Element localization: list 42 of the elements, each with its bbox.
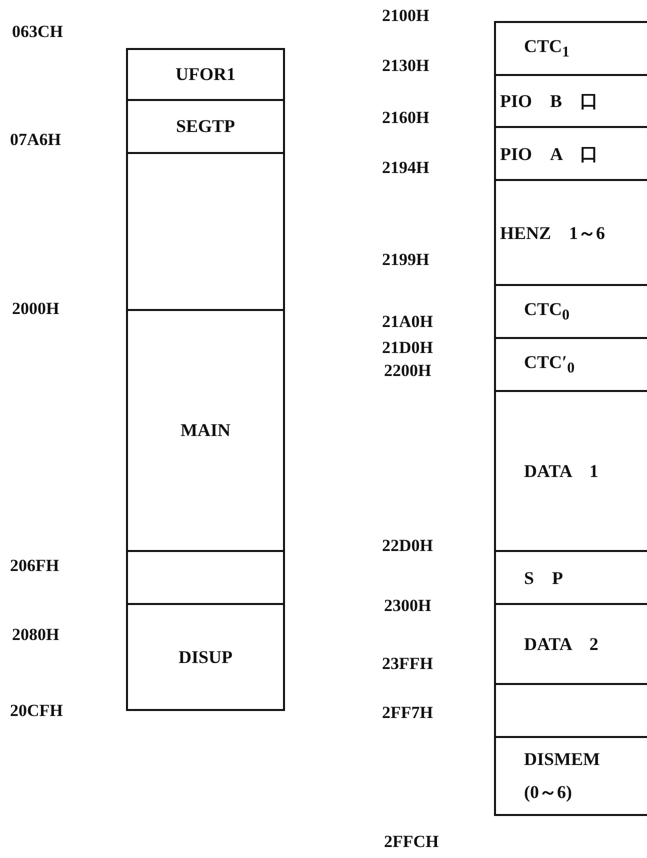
address-label: 2160H — [382, 108, 430, 128]
address-label: 2130H — [382, 56, 430, 76]
memory-block — [126, 99, 285, 154]
address-label: 2194H — [382, 158, 430, 178]
block-label: PIO A 口 — [500, 142, 598, 166]
block-label: SEGTP — [176, 116, 236, 137]
address-label: 21A0H — [382, 312, 433, 332]
block-label: HENZ 1～6 — [500, 222, 606, 244]
empty-memory-block — [126, 152, 285, 311]
address-label: 2199H — [382, 250, 430, 270]
memory-block — [126, 603, 285, 711]
address-label: 2300H — [384, 596, 432, 616]
address-label: 2FFCH — [384, 832, 439, 852]
address-label: 2200H — [384, 361, 432, 381]
address-label: 063CH — [12, 22, 63, 42]
block-label: (0～6) — [524, 780, 572, 804]
block-label: PIO B 口 — [500, 90, 598, 113]
memory-block — [126, 48, 285, 101]
address-label: 22D0H — [382, 536, 433, 556]
block-label: CTC$_{0}$ — [524, 298, 570, 324]
block-label: DATA 1 — [524, 460, 598, 483]
empty-memory-block — [126, 550, 285, 605]
block-label: DATA 2 — [524, 633, 598, 656]
address-label: 2080H — [12, 625, 60, 645]
address-label: 2100H — [382, 6, 430, 26]
address-label: 07A6H — [10, 130, 61, 150]
address-label: 2FF7H — [382, 703, 433, 723]
block-label: DISUP — [178, 646, 232, 668]
block-label: CTC′$_{0}$ — [524, 352, 575, 378]
address-label: 206FH — [10, 556, 60, 576]
block-label: MAIN — [180, 420, 230, 441]
memory-block — [126, 309, 285, 552]
address-label: 23FFH — [382, 654, 433, 674]
address-label: 20CFH — [10, 701, 63, 721]
block-label: DISMEM — [524, 748, 600, 770]
block-label: S P — [524, 566, 564, 590]
memory-block — [494, 736, 647, 816]
address-label: 21D0H — [382, 338, 433, 358]
block-label: CTC$_{1}$ — [524, 36, 570, 62]
address-label: 2000H — [12, 299, 60, 319]
memory-block — [494, 21, 647, 76]
block-label: UFOR1 — [176, 64, 236, 85]
